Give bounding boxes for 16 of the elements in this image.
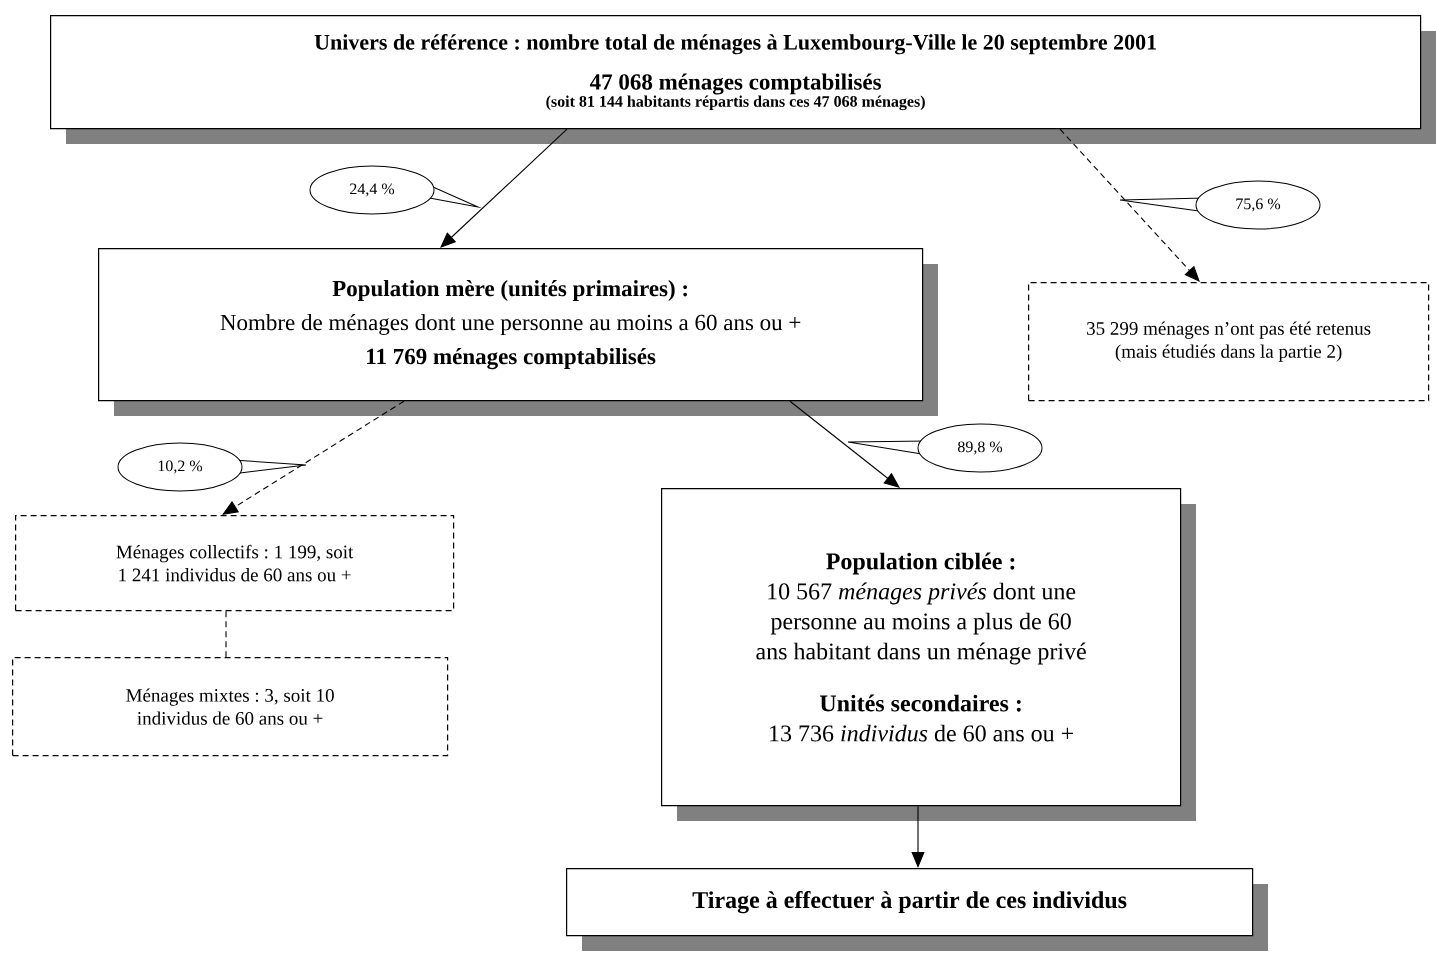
arrow	[440, 128, 568, 248]
arrow	[911, 805, 925, 868]
arrow	[789, 400, 900, 488]
arrow	[1059, 128, 1200, 282]
callout-bubble: 24,4 %	[309, 165, 479, 215]
callout-bubble: 10,2 %	[117, 442, 307, 492]
note-box: 35 299 ménages n’ont pas été retenus (mais étudiés dans la partie 2)	[1028, 282, 1430, 402]
process-box: Tirage à effectuer à partir de ces individus	[566, 868, 1268, 951]
note-box: Ménages mixtes : 3, soit 10 individus de 60 ans ou +	[12, 657, 449, 757]
process-box: Population mère (unités primaires) : Nombre de ménages dont une personne au moins a 60 ans ou + 11 769 ménages comptabilisés	[98, 248, 938, 416]
note-box: Ménages collectifs : 1 199, soit 1 241 individus de 60 ans ou +	[15, 515, 455, 612]
arrow	[222, 400, 405, 515]
callout-bubble: 75,6 %	[1119, 180, 1321, 230]
process-box: Population ciblée : 10 567 ménages privés dont une personne au moins a plus de 60 ans habitant dans un ménage privé Unités secondaires : 13 736 individus de 60 ans ou +	[661, 488, 1196, 821]
heading-box: Univers de référence : nombre total de ménages à Luxembourg-Ville le 20 septembre 2001 47 068 ménages comptabilisés (soit 81 144 habitants répartis dans ces 47 068 ménages)	[50, 15, 1436, 144]
callout-bubble: 89,8 %	[847, 423, 1043, 473]
